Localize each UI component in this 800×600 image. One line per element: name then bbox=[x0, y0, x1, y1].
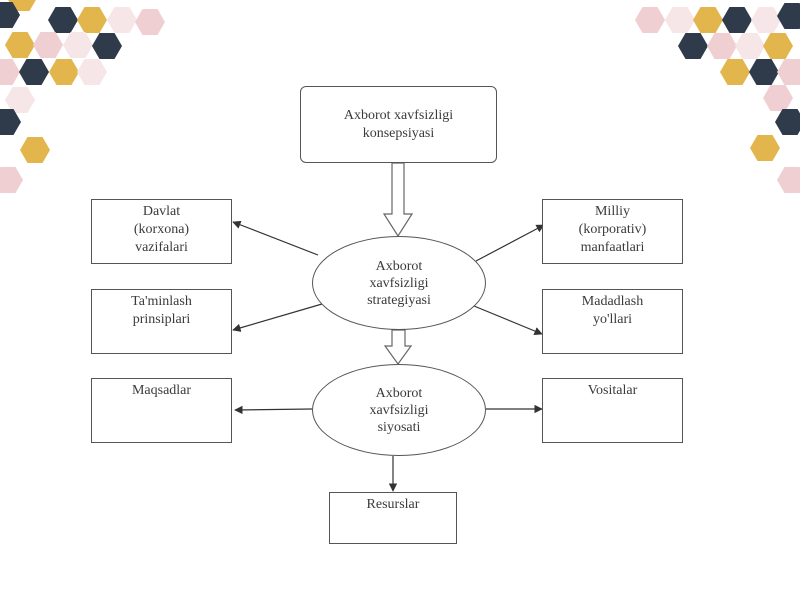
node-resources: Resurslar bbox=[329, 492, 457, 544]
node-concept: Axborot xavfsizligi konsepsiyasi bbox=[300, 86, 497, 163]
node-national-interests-line-2: (korporativ) bbox=[578, 222, 647, 237]
node-state-tasks-line-3: vazifalari bbox=[135, 240, 188, 255]
node-policy-line-1: Axborot bbox=[375, 385, 423, 401]
node-strategy-line-2: xavfsizligi bbox=[369, 275, 429, 291]
hexagon-tile-33 bbox=[775, 109, 800, 135]
hexagon-tile-29 bbox=[720, 59, 750, 85]
arrow-to-goals bbox=[234, 405, 313, 415]
node-state-tasks: Davlat (korxona) vazifalari bbox=[91, 199, 232, 264]
node-policy-line-2: xavfsizligi bbox=[369, 402, 429, 418]
block-arrow-strategy-to-policy bbox=[383, 329, 413, 366]
hexagon-tile-11 bbox=[0, 59, 20, 85]
hexagon-tile-9 bbox=[63, 32, 93, 58]
arrow-to-state-tasks bbox=[232, 220, 319, 256]
node-principles-line-2: prinsiplari bbox=[132, 312, 191, 327]
hexagon-tile-14 bbox=[77, 59, 107, 85]
hexagon-tile-27 bbox=[735, 33, 765, 59]
hexagon-tile-10 bbox=[92, 33, 122, 59]
hexagon-tile-15 bbox=[5, 87, 35, 113]
hexagon-tile-19 bbox=[635, 7, 665, 33]
hexagon-tile-32 bbox=[763, 85, 793, 111]
hexagon-tile-34 bbox=[750, 135, 780, 161]
hexagon-tile-3 bbox=[77, 7, 107, 33]
hexagon-tile-7 bbox=[5, 32, 35, 58]
hexagon-tile-16 bbox=[0, 109, 21, 135]
block-arrow-concept-to-strategy bbox=[382, 162, 414, 238]
node-concept-line-2: konsepsiyasi bbox=[362, 125, 435, 141]
node-support-ways-line-1: Madadlash bbox=[581, 294, 644, 309]
node-state-tasks-line-1: Davlat bbox=[142, 204, 181, 219]
hexagon-tile-21 bbox=[693, 7, 723, 33]
hexagon-tile-4 bbox=[107, 7, 137, 33]
hexagon-tile-17 bbox=[20, 137, 50, 163]
hexagon-tile-24 bbox=[777, 3, 800, 29]
node-national-interests: Milliy (korporativ) manfaatlari bbox=[542, 199, 683, 264]
node-goals-line-1: Maqsadlar bbox=[131, 383, 192, 398]
hexagon-tile-5 bbox=[135, 9, 165, 35]
hexagon-tile-12 bbox=[19, 59, 49, 85]
arrow-to-principles bbox=[232, 303, 323, 332]
arrow-to-national-interests bbox=[475, 224, 545, 262]
node-resources-line-1: Resurslar bbox=[366, 497, 420, 512]
node-support-ways: Madadlash yo'llari bbox=[542, 289, 683, 354]
hexagon-tile-23 bbox=[751, 7, 781, 33]
node-policy-line-3: siyosati bbox=[377, 419, 421, 435]
hexagon-tile-6 bbox=[0, 2, 20, 28]
node-tools-line-1: Vositalar bbox=[587, 383, 638, 398]
node-national-interests-line-1: Milliy bbox=[594, 204, 630, 219]
node-goals: Maqsadlar bbox=[91, 378, 232, 443]
arrow-to-support-ways bbox=[473, 305, 543, 336]
node-strategy-line-3: strategiyasi bbox=[367, 292, 431, 308]
node-principles-line-1: Ta'minlash bbox=[131, 294, 192, 309]
hexagon-tile-8 bbox=[33, 32, 63, 58]
hexagon-tile-25 bbox=[678, 33, 708, 59]
hexagon-tile-30 bbox=[749, 59, 779, 85]
node-state-tasks-line-2: (korxona) bbox=[133, 222, 190, 237]
node-support-ways-line-2: yo'llari bbox=[592, 312, 633, 327]
hexagon-tile-26 bbox=[707, 33, 737, 59]
node-national-interests-line-3: manfaatlari bbox=[580, 240, 645, 255]
node-tools: Vositalar bbox=[542, 378, 683, 443]
hexagon-tile-18 bbox=[0, 167, 23, 193]
hexagon-tile-2 bbox=[48, 7, 78, 33]
node-strategy-line-1: Axborot bbox=[375, 258, 423, 274]
hexagon-tile-28 bbox=[763, 33, 793, 59]
hexagon-tile-31 bbox=[777, 59, 800, 85]
hexagon-tile-13 bbox=[49, 59, 79, 85]
hexagon-tile-35 bbox=[777, 167, 800, 193]
hexagon-tile-22 bbox=[722, 7, 752, 33]
node-policy: Axborot xavfsizligi siyosati bbox=[312, 364, 486, 456]
node-principles: Ta'minlash prinsiplari bbox=[91, 289, 232, 354]
hexagon-tile-20 bbox=[665, 7, 695, 33]
node-strategy: Axborot xavfsizligi strategiyasi bbox=[312, 236, 486, 330]
node-concept-line-1: Axborot xavfsizligi bbox=[343, 107, 454, 123]
